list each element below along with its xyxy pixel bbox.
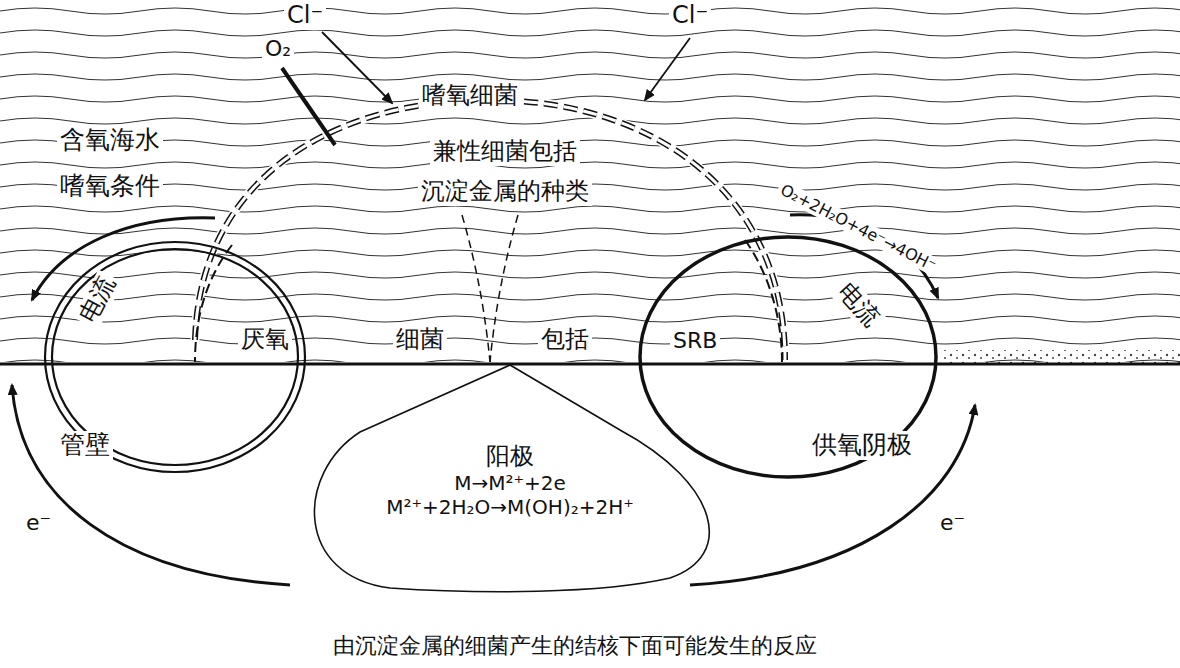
nodule-dome-inner [195,100,785,360]
electron-label: e⁻ [23,510,54,535]
sediment [940,350,1180,363]
gas-label: O₂ [262,36,294,61]
electron-label: e⁻ [937,510,968,535]
dashed-boundary [490,215,518,362]
current-loop [640,237,936,477]
part-label: 管壁 [57,431,113,460]
seawater-waves [0,0,1180,362]
reaction-equation: M²⁺+2H₂O→M(OH)₂+2H⁺ [270,495,750,519]
nodule-dome [195,100,785,360]
current-loop [45,242,305,472]
electron-arrow [12,385,290,585]
current-loop [52,249,298,465]
dashed-boundary [195,245,232,362]
region-label: 嗜氧条件 [57,172,163,201]
oxygen-diffusion [282,68,335,145]
region-label: 包括 [538,326,592,354]
anode-label: 阳极 [270,442,750,471]
region-label: 含氧海水 [57,126,163,155]
dome-ground [195,100,785,360]
anode-zone: 阳极M→M²⁺+2eM²⁺+2H₂O→M(OH)₂+2H⁺ [270,364,750,596]
ion-label: Cl⁻ [669,2,711,30]
chloride-arrow [645,38,690,100]
dashed-boundary [462,215,490,362]
region-label: 兼性细菌包括 [430,138,580,166]
organism-label: SRB [670,328,720,353]
region-label: 嗜氧细菌 [419,82,521,110]
pipe-wall-surface [0,363,1180,366]
reaction-equation: M→M²⁺+2e [270,471,750,495]
region-label: 厌氧 [238,326,292,354]
part-label: 供氧阴极 [809,431,915,460]
dashed-boundary [745,240,782,362]
electron-arrow [690,405,975,585]
region-label: 沉淀金属的种类 [418,178,592,206]
chloride-arrow [322,32,392,103]
current-arrow [32,218,215,300]
region-label: 细菌 [393,326,447,354]
ion-label: Cl⁻ [284,2,326,30]
figure-caption: 由沉淀金属的细菌产生的结核下面可能发生的反应 [333,631,817,661]
